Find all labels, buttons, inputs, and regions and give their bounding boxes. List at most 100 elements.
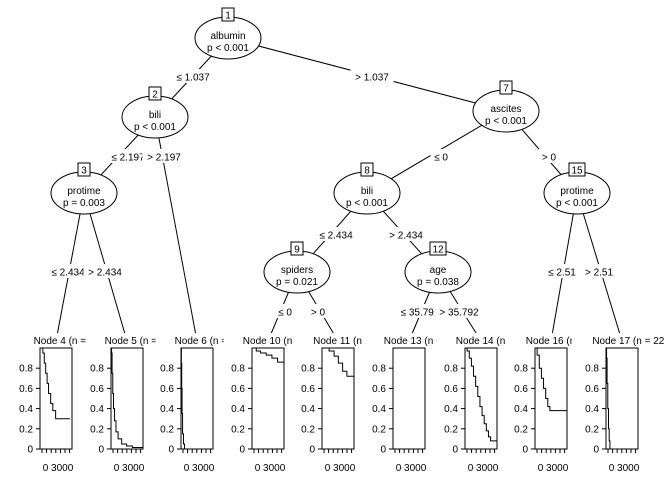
y-tick-label: 0.2 — [90, 424, 104, 435]
y-tick-label: 0.6 — [585, 384, 599, 395]
terminal-header: Node 6 (n = 7 — [175, 336, 236, 347]
node-id-box — [499, 80, 513, 95]
node-p-value: p < 0.001 — [556, 198, 598, 209]
node-id: 3 — [81, 166, 87, 177]
y-tick-label: 0 — [380, 445, 386, 456]
survival-curve — [111, 347, 143, 448]
y-tick-label: 0.6 — [514, 384, 528, 395]
edge-label-3-5: > 2.434 — [88, 268, 122, 279]
node-variable: ascites — [490, 104, 521, 115]
edge-label-bg — [350, 69, 394, 83]
y-tick-label: 0.8 — [301, 364, 315, 375]
edge-label-bg — [430, 149, 452, 163]
terminal-node-17: Node 17 (n = 22)00.20.40.60.80 3000 — [571, 333, 664, 474]
y-tick-label: 0.2 — [372, 424, 386, 435]
y-tick-label: 0 — [452, 445, 458, 456]
terminal-header-bg — [14, 333, 98, 346]
survival-curve — [40, 347, 70, 420]
edge-label-bg — [106, 149, 150, 163]
x-tick-label: 0 3000 — [396, 463, 427, 474]
y-tick-label: 0.2 — [444, 424, 458, 435]
edge-label-12-14: > 35.792 — [439, 308, 479, 319]
node-id: 2 — [152, 90, 158, 101]
y-tick-label: 0.2 — [231, 424, 245, 435]
terminal-node-14: Node 14 (n = 600.20.40.60.80 3000 — [436, 333, 526, 474]
node-id: 8 — [364, 166, 370, 177]
terminal-header: Node 5 (n = 8 — [105, 336, 166, 347]
node-p-value: p = 0.038 — [417, 277, 459, 288]
x-tick-label: 0 3000 — [468, 463, 499, 474]
terminal-header-bg — [571, 333, 664, 346]
node-id-box — [221, 7, 235, 22]
edge-label-15-17: > 2.51 — [585, 268, 614, 279]
y-tick-label: 0.6 — [301, 384, 315, 395]
y-tick-label: 0.8 — [160, 364, 174, 375]
node-id-box — [360, 162, 374, 177]
survival-curve — [322, 347, 354, 377]
node-id: 7 — [503, 84, 509, 95]
y-tick-label: 0 — [522, 445, 528, 456]
y-tick-label: 0.2 — [301, 424, 315, 435]
edge-label-bg — [384, 227, 428, 241]
node-variable: bili — [149, 110, 161, 121]
terminal-nodes: Node 4 (n = 8 0 0.2 0.4 0.6 0.8 0 3000 Node 5 (… — [14, 333, 664, 474]
survival-panel-frame — [110, 347, 144, 450]
edge-label-9-11: > 0 — [311, 308, 326, 319]
edge-label-12-13: ≤ 35.792 — [401, 308, 440, 319]
y-tick-label: 0.4 — [160, 404, 174, 415]
y-tick-label: 0.8 — [19, 364, 33, 375]
y-tick-label: 0.6 — [231, 384, 245, 395]
terminal-header: Node 10 (n = 1 — [243, 336, 310, 347]
edge-label-2-6: > 2.197 — [147, 153, 181, 164]
survival-curve — [535, 347, 567, 412]
y-tick-label: 0 — [168, 445, 174, 456]
edge-label-bg — [274, 304, 296, 318]
edge-label-1-2: ≤ 1.037 — [176, 73, 210, 84]
survival-panel-frame — [534, 347, 568, 450]
terminal-header: Node 16 (n = 8 — [526, 336, 593, 347]
terminal-header: Node 11 (n = 3 — [313, 336, 379, 347]
node-id: 15 — [571, 166, 583, 177]
edge-label-bg — [142, 149, 186, 163]
edge-label-15-16: ≤ 2.51 — [548, 268, 576, 279]
y-tick-label: 0.4 — [514, 404, 528, 415]
node-id: 9 — [294, 245, 300, 256]
y-tick-label: 0 — [98, 445, 104, 456]
node-variable: protime — [560, 186, 594, 197]
y-tick-label: 0 — [309, 445, 315, 456]
x-tick-label: 0 3000 — [43, 463, 74, 474]
survival-panel-frame — [392, 347, 426, 450]
node-p-value: p < 0.001 — [207, 43, 249, 54]
survival-panel-frame — [464, 347, 498, 450]
x-tick-label: 0 3000 — [538, 463, 569, 474]
terminal-node-10: Node 10 (n = 100.20.40.60.80 3000 — [223, 333, 313, 474]
y-tick-label: 0.8 — [231, 364, 245, 375]
edge-label-8-12: > 2.434 — [389, 231, 423, 242]
terminal-header-bg — [155, 333, 239, 346]
node-id-box — [429, 241, 447, 256]
terminal-header: Node 4 (n = 8 — [34, 336, 95, 347]
edge-label-9-10: ≤ 0 — [278, 308, 292, 319]
terminal-node-13: Node 13 (n = 100.20.40.60.80 3000 — [364, 333, 454, 474]
y-tick-label: 0.4 — [19, 404, 33, 415]
y-tick-label: 0.2 — [19, 424, 33, 435]
node-p-value: p = 0.003 — [63, 198, 105, 209]
terminal-header: Node 17 (n = 22) — [592, 336, 664, 347]
node-variable: spiders — [281, 265, 313, 276]
y-tick-label: 0.4 — [301, 404, 315, 415]
survival-curve — [465, 347, 497, 442]
y-tick-label: 0.2 — [160, 424, 174, 435]
edge-label-bg — [538, 149, 560, 163]
y-tick-label: 0.6 — [160, 384, 174, 395]
edge-label-1-7: > 1.037 — [355, 73, 389, 84]
terminal-node-5: Node 5 (n = 800.20.40.60.80 3000 — [85, 333, 169, 474]
terminal-node-11: Node 11 (n = 300.20.40.60.80 3000 — [293, 333, 383, 474]
survival-panel-frame — [605, 347, 639, 450]
